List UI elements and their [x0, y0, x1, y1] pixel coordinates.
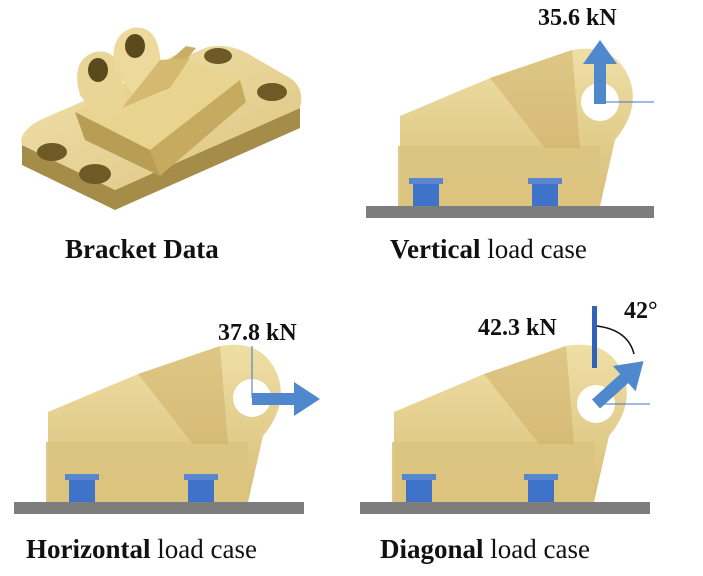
bolt-head: [184, 474, 218, 480]
bracket-3d-wedge: [75, 55, 240, 150]
base-plate: [360, 502, 650, 514]
horizontal-load-case-diagram: 37.8 kN: [14, 320, 320, 514]
bolt: [188, 476, 214, 502]
bolt-head: [409, 178, 443, 184]
load-arrow-head: [612, 361, 644, 392]
load-arrow-head: [583, 40, 617, 64]
bolt: [532, 180, 558, 206]
bolt-head: [528, 178, 562, 184]
caption-bold: Bracket Data: [65, 234, 219, 264]
caption-bold: Vertical: [390, 234, 481, 264]
bracket-3d-wedge-side: [150, 80, 246, 176]
bracket-3d-hole: [37, 143, 67, 161]
bracket-3d-render: [21, 27, 302, 210]
caption-rest: load case: [483, 534, 590, 564]
caption-bold: Diagonal: [380, 534, 484, 564]
bracket-3d-rib: [122, 58, 190, 108]
load-arrow-shaft: [591, 372, 630, 409]
load-arrow-shaft: [252, 393, 296, 405]
bracket-3d-lug-hole: [125, 34, 145, 58]
horizontal-caption: Horizontal load case: [26, 534, 257, 565]
vertical-caption: Vertical load case: [390, 234, 587, 265]
caption-bold: Horizontal: [26, 534, 151, 564]
bolt: [406, 476, 432, 502]
bolt-head: [402, 474, 436, 480]
horizontal-load-value: 37.8 kN: [218, 320, 297, 346]
bracket-3d-hole: [204, 48, 232, 64]
bracket-shadow-face: [484, 346, 574, 444]
diagonal-load-case-diagram: 42.3 kN 42°: [360, 298, 658, 514]
angle-arc: [596, 325, 635, 355]
caption-rest: load case: [150, 534, 257, 564]
bolt-head: [65, 474, 99, 480]
load-arrow-head: [294, 382, 320, 416]
bolt: [69, 476, 95, 502]
load-arrow-shaft: [594, 62, 606, 104]
bolt-head: [524, 474, 558, 480]
bracket-3d-hole: [257, 83, 287, 101]
diagonal-angle-value: 42°: [624, 298, 658, 324]
vertical-load-case-diagram: 35.6 kN: [366, 5, 654, 218]
bracket-shadow-face: [138, 346, 228, 444]
vertical-load-value: 35.6 kN: [538, 5, 617, 31]
diagonal-load-value: 42.3 kN: [478, 315, 557, 341]
bracket-3d-lug-hole: [88, 58, 108, 82]
bracket-3d-wedge-front: [75, 112, 160, 176]
bracket-shadow-face: [490, 50, 580, 148]
bracket-data-caption: Bracket Data: [65, 234, 219, 265]
diagonal-caption: Diagonal load case: [380, 534, 590, 565]
bolt: [413, 180, 439, 206]
bracket-3d-hole: [79, 164, 111, 184]
bracket-3d-base-front: [22, 108, 300, 210]
base-plate: [14, 502, 304, 514]
bolt: [528, 476, 554, 502]
vertical-reference-bar: [592, 306, 597, 368]
caption-rest: load case: [480, 234, 587, 264]
base-plate: [366, 206, 654, 218]
